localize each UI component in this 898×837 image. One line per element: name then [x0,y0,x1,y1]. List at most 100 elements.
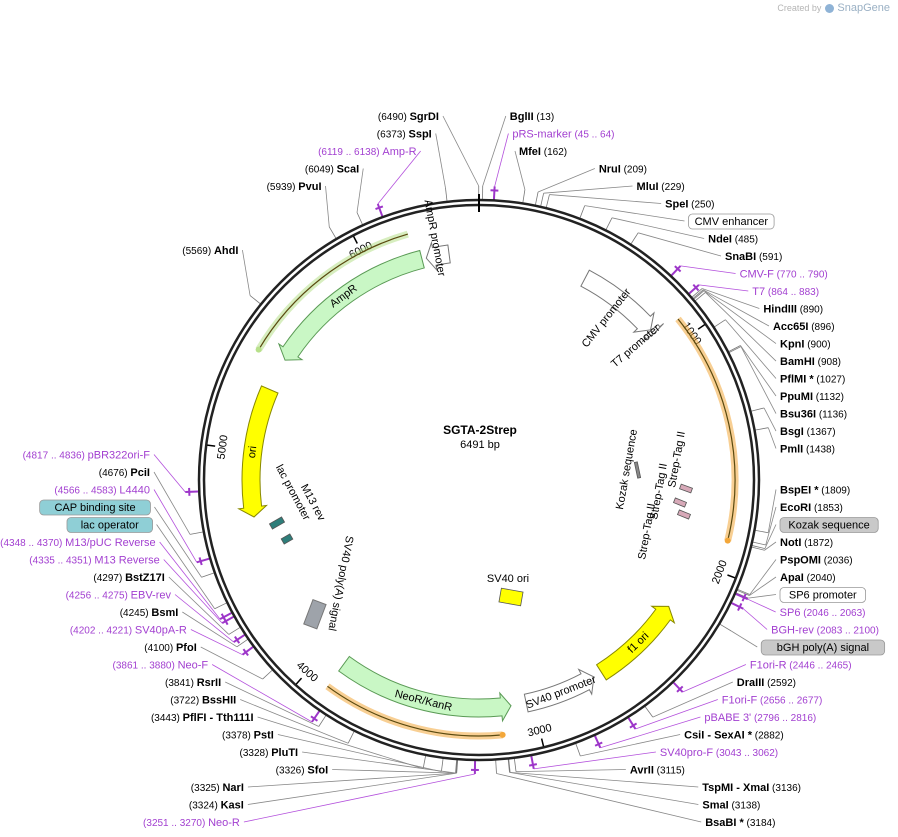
primer-site-pbr322ori-f: (4817 .. 4836) pBR322ori-F [23,450,151,462]
enzyme-name: Bsu36I [780,409,816,421]
f1-ori-feature [595,605,676,681]
primer-range: (45 .. 64) [572,130,615,141]
primer-site-t7: T7 (864 .. 883) [752,286,819,298]
primer-name: Neo-R [208,817,240,829]
primer-label: (4566 .. 4583) L4440 [54,485,150,497]
enzyme-position: (1136) [816,410,847,421]
enzyme-position: (4245) [120,608,152,619]
leader-stub [545,194,550,208]
enzyme-position: (900) [804,340,830,351]
primer-range: (3043 .. 3062) [713,748,778,759]
enzyme-position: (3115) [654,766,685,777]
enzyme-site-bsu36i: Bsu36I (1136) [780,409,847,421]
enzyme-site-pflmi: PflMI * (1027) [780,374,845,386]
enzyme-label: BamHI (908) [780,356,841,368]
enzyme-site-sfoi: (3326) SfoI [276,765,328,777]
snapgene-logo-icon [824,4,834,14]
enzyme-name: TspMI - XmaI [702,782,769,794]
enzyme-site-pspomi: PspOMI (2036) [780,555,853,567]
position-tick-mark [295,677,303,685]
leader-line [225,681,319,727]
leader-line [482,115,507,187]
enzyme-site-psti: (3378) PstI [222,730,274,742]
enzyme-position: (3328) [240,748,272,759]
leader-stub [185,490,199,494]
enzyme-name: SspI [408,129,431,141]
primer-label: F1ori-R (2446 .. 2465) [750,660,852,672]
leader-line [703,290,777,344]
enzyme-site-bsmi: (4245) BsmI [120,607,179,619]
leader-line [153,489,198,563]
feature-tag-box [39,499,151,516]
enzyme-label: BspEI * (1809) [780,485,850,497]
strep-tag-ii-inner-label: Strep-Tag II [636,502,658,560]
enzyme-site-smai: SmaI (3138) [702,800,760,812]
enzyme-position: (6373) [377,130,409,141]
leader-stub [356,212,363,225]
primer-label: F1ori-F (2656 .. 2677) [722,695,823,707]
leader-line [325,185,330,228]
leader-stub [736,592,749,599]
primer-name: SP6 [780,607,801,619]
enzyme-position: (1853) [811,503,843,514]
primer-site-f1ori-f: F1ori-F (2656 .. 2677) [722,695,823,707]
leader-line [764,524,777,549]
enzyme-site-bstz17i: (4297) BstZ17I [93,572,164,584]
primer-binding-mark [222,617,229,626]
enzyme-position: (2592) [764,678,796,689]
leader-line [765,506,777,546]
enzyme-position: (1872) [801,538,833,549]
primer-binding-mark [674,265,682,273]
leader-stub [455,760,457,774]
lac-promoter-mark [268,516,286,530]
leader-stub [445,187,448,201]
leader-stub [575,743,581,757]
primer-site-neo-f: (3861 .. 3880) Neo-F [113,660,209,672]
enzyme-name: EcoRI [780,502,811,514]
leader-line [635,699,718,730]
leader-line [701,288,760,309]
position-tick-label: 4000 [294,659,320,684]
primer-site-l4440: (4566 .. 4583) L4440 [54,485,150,497]
leader-line [680,265,736,274]
leader-line [584,205,685,222]
leader-line [240,699,349,744]
enzyme-position: (2036) [821,556,853,567]
enzyme-label: (3325) NarI [191,782,244,794]
enzyme-site-scai: (6049) ScaI [305,164,359,176]
enzyme-name: BssHII [202,695,236,707]
enzyme-name: KasI [221,800,244,812]
leader-line [257,716,424,770]
leader-stub [752,545,765,549]
enzyme-site-sspi: (6373) SspI [377,129,432,141]
leader-stub [495,760,497,774]
primer-site-sp6: SP6 (2046 .. 2063) [780,607,866,619]
leader-stub [751,546,765,551]
enzyme-name: NarI [222,782,243,794]
enzyme-position: (6490) [378,112,410,123]
leader-stub [605,217,613,230]
enzyme-label: (6490) SgrDI [378,111,439,123]
primer-site-m13-reverse: (4335 .. 4351) M13 Reverse [29,555,159,567]
primer-binding-mark [676,685,684,693]
enzyme-site-acc65i: Acc65I (896) [773,321,835,333]
primer-site-bgh-rev: BGH-rev (2083 .. 2100) [771,625,879,637]
leader-stub [456,760,459,774]
primer-range: (2656 .. 2677) [757,696,822,707]
leader-stub [262,669,273,680]
strep-tag-ii-mark [678,483,694,494]
leader-line [514,150,526,190]
feature-tag-kozak-sequence: Kozak sequence [779,517,879,533]
enzyme-site-avrii: AvrII (3115) [630,765,685,777]
primer-name: BGH-rev [771,625,814,637]
t7-promoter-label: T7 promoter [609,322,663,370]
enzyme-name: PvuI [298,181,321,193]
leader-line [600,716,701,749]
leader-stub [719,623,732,632]
enzyme-name: SpeI [665,199,688,211]
enzyme-label: (6049) ScaI [305,164,359,176]
feature-tag-cmv-enhancer: CMV enhancer [688,213,775,230]
enzyme-site-pluti: (3328) PluTI [240,747,299,759]
t7-promoter-feature [641,323,664,343]
feature-tag-sp6-promoter: SP6 promoter [779,587,866,603]
